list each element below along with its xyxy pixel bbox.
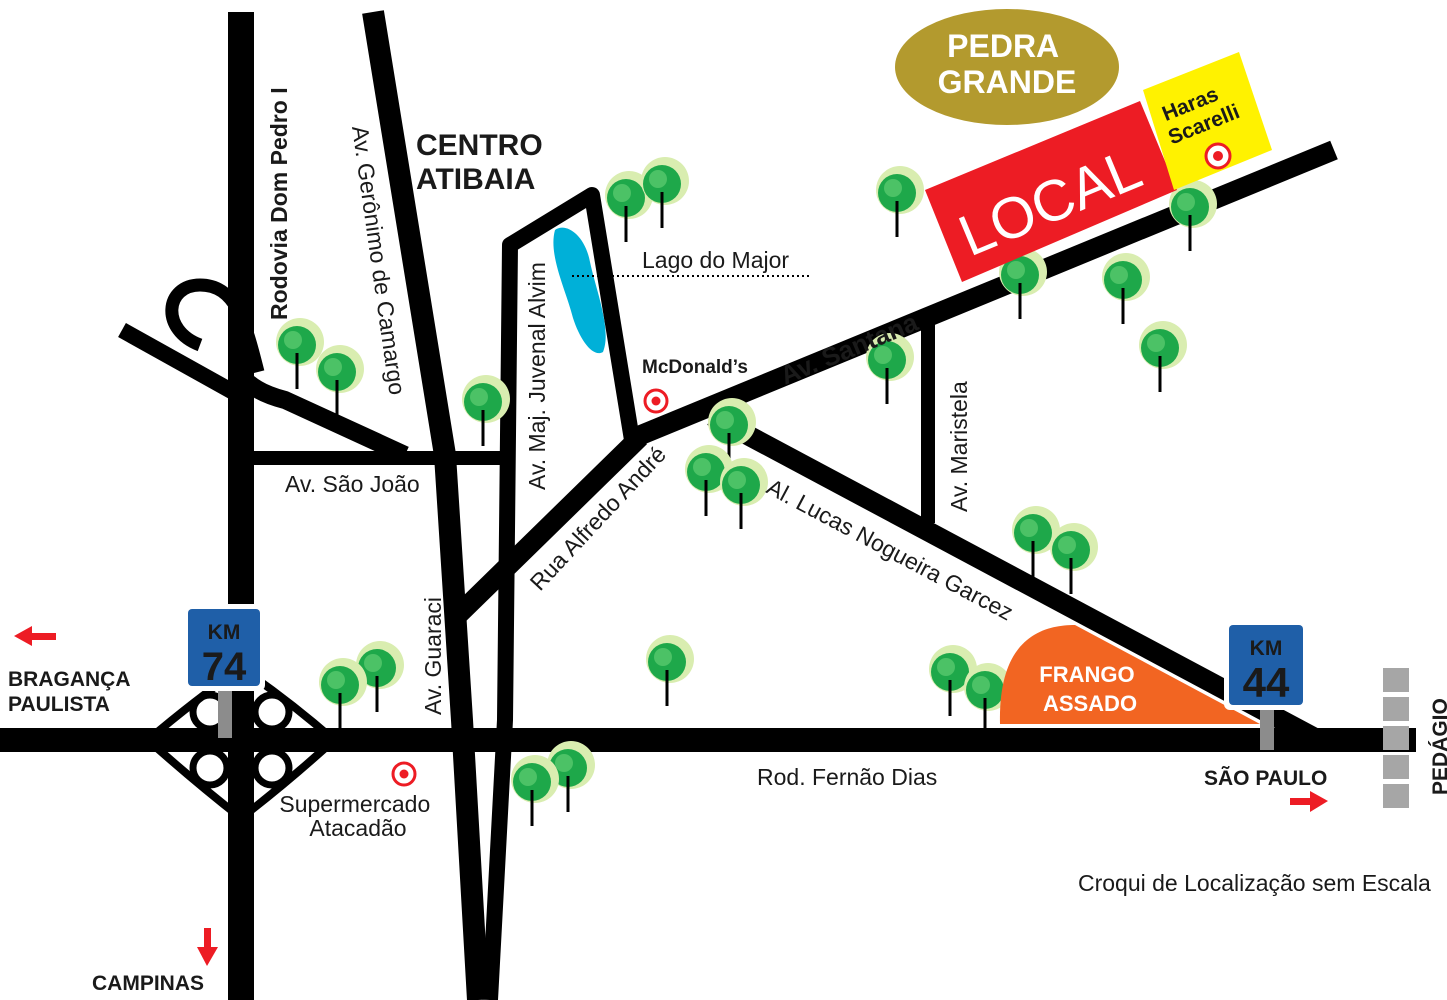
pedra-grande-area [895,9,1119,125]
centro-line-1: CENTRO [416,129,543,162]
mcdonalds-label: McDonald’s [642,357,748,378]
tree-icon [319,658,367,729]
road-dom-pedro-exit [238,373,409,464]
tree-icon [511,755,559,826]
haras-box [1143,52,1272,190]
tree-icon [1102,253,1150,324]
toll-booth [1383,697,1409,721]
lago-label: Lago do Major [642,247,789,273]
tree-icon [964,663,1012,734]
label-fernao: Rod. Fernão Dias [757,764,937,790]
centro-line-2: ATIBAIA [416,163,535,196]
frango-label: FRANGO ASSADO [1039,662,1140,716]
scale-note: Croqui de Localização sem Escala [1078,870,1431,896]
arrow-left-icon [14,626,56,646]
label-guaraci: Av. Guaraci [420,597,446,715]
pedra-grande-line-1: PEDRA [947,28,1059,64]
road-nw-loop [165,278,265,374]
tree-icon [1050,523,1098,594]
frango-line-1: FRANGO [1039,662,1134,687]
road-network [0,10,1416,1000]
pedra-grande-label: PEDRA GRANDE [938,28,1077,100]
campinas-label: CAMPINAS [92,972,204,995]
trees [276,157,1217,826]
km74-km: KM [208,621,241,644]
frango-shape [999,625,1260,724]
label-sao-joao: Av. São João [285,471,420,497]
tree-icon [605,171,653,242]
interchange-loop-se [251,747,293,789]
road-lucas-nogueira [707,407,1320,747]
road-santana [632,140,1338,447]
tree-icon [547,741,595,812]
tree-icon [646,635,694,706]
tree-icon [641,157,689,228]
tree-icon [276,318,324,389]
km44-plate [1229,625,1303,705]
local-box [925,101,1177,282]
km74-number: 74 [202,645,247,689]
km44-km: KM [1250,637,1283,660]
tree-icon [1012,506,1060,577]
km44-number: 44 [1243,659,1290,706]
haras-area: Haras Scarelli [1143,52,1272,190]
arrow-down-icon [197,928,218,966]
toll-booth [1383,755,1409,779]
braganca-line-2: PAULISTA [8,693,110,716]
lake-shape [553,227,606,354]
interchange-loop-sw [189,747,231,789]
tree-icon [316,345,364,416]
tree-icon [1169,180,1217,251]
toll-booths [1383,668,1409,808]
local-area: LOCAL [925,101,1177,282]
tree-icon [462,375,510,446]
km44-post [1260,708,1274,750]
toll-booth [1383,784,1409,808]
tree-icon [720,458,768,529]
supermercado-label: Supermercado Atacadão [279,791,436,841]
tree-icon [1139,321,1187,392]
pedra-grande-line-2: GRANDE [938,64,1077,100]
km44-sign: KM 44 [1224,620,1308,750]
road-juvenal-alvim [482,187,640,1000]
interchange-loop-ne [251,691,293,733]
km74-plate [188,609,260,686]
tree-icon [685,445,733,516]
mcdonalds-marker-icon [643,388,669,414]
km74-sign: KM 74 [183,604,265,738]
km74-post [218,690,232,738]
toll-booth [1383,726,1409,750]
braganca-line-1: BRAGANÇA [8,668,130,691]
centro-label: CENTRO ATIBAIA [416,129,551,196]
haras-target-dot [1213,151,1223,161]
road-alfredo-andre [451,429,647,623]
supermercado-line-1: Supermercado [279,791,430,817]
label-juvenal: Av. Maj. Juvenal Alvim [524,262,550,490]
frango-area: FRANGO ASSADO [999,625,1260,724]
pedagio-label: PEDÁGIO [1429,698,1447,795]
road-geronimo-guaraci [362,10,489,1000]
supermercado-marker-icon [391,761,417,787]
arrow-right-icon [1290,791,1328,812]
road-nw-ramp [118,323,239,400]
tree-icon [876,166,924,237]
sao-paulo-label: SÃO PAULO [1204,767,1327,790]
tree-icon [708,398,756,469]
tree-icon [356,641,404,712]
label-dom-pedro: Rodovia Dom Pedro I [266,87,292,320]
label-maristela: Av. Maristela [946,381,972,512]
frango-line-2: ASSADO [1043,691,1137,716]
tree-icon [866,333,914,404]
supermercado-line-2: Atacadão [309,815,406,841]
toll-booth [1383,668,1409,692]
braganca-label: BRAGANÇA PAULISTA [8,668,136,716]
